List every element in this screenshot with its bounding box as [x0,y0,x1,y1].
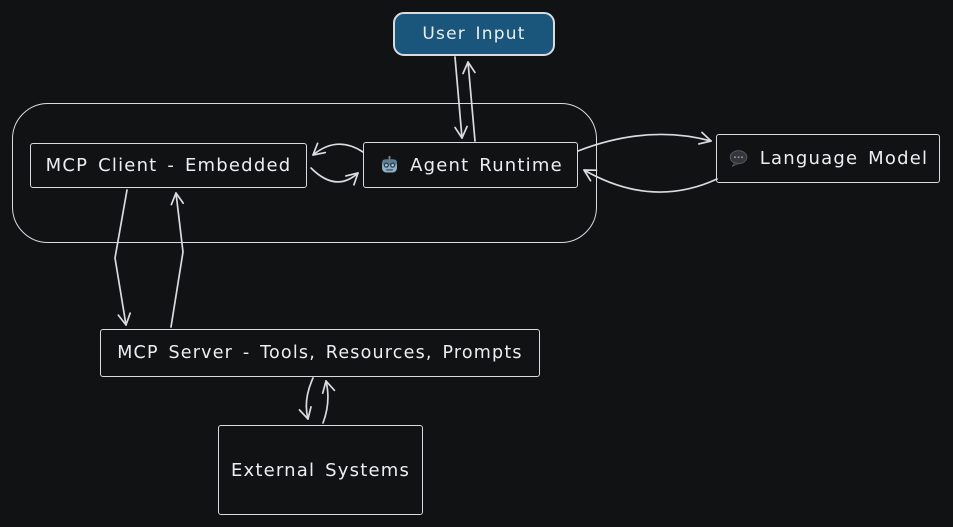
arrow-user-input-to-agent-runtime [454,56,468,139]
arrow-agent-runtime-to-user-input [462,61,476,142]
arrow-external-systems-to-mcp-server [321,380,336,424]
node-mcp-client-label: MCP Client - Embedded [45,155,292,176]
arrow-agent-runtime-to-language-model [577,131,712,152]
node-agent-runtime: Agent Runtime [363,142,578,188]
node-language-model-label: Language Model [759,148,929,169]
node-external-systems: External Systems [218,425,423,515]
arrow-mcp-server-to-external-systems [298,377,314,420]
node-agent-runtime-label: Agent Runtime [410,154,563,176]
speech-balloon-icon [728,148,750,170]
robot-icon [378,154,400,176]
node-mcp-server-label: MCP Server - Tools, Resources, Prompts [117,343,523,363]
node-mcp-client: MCP Client - Embedded [30,143,307,188]
arrow-mcp-client-to-agent-runtime [310,167,359,186]
node-mcp-server: MCP Server - Tools, Resources, Prompts [100,329,540,377]
node-language-model: Language Model [716,134,940,183]
node-user-input: User Input [393,12,555,56]
node-user-input-label: User Input [422,24,526,44]
arrow-mcp-client-to-mcp-server [114,189,131,326]
arrow-mcp-server-to-mcp-client [170,192,185,328]
agent-group-frame [12,103,597,243]
arrow-agent-runtime-to-mcp-client [312,142,364,156]
node-external-systems-label: External Systems [230,459,411,481]
arrow-language-model-to-agent-runtime [583,169,718,193]
